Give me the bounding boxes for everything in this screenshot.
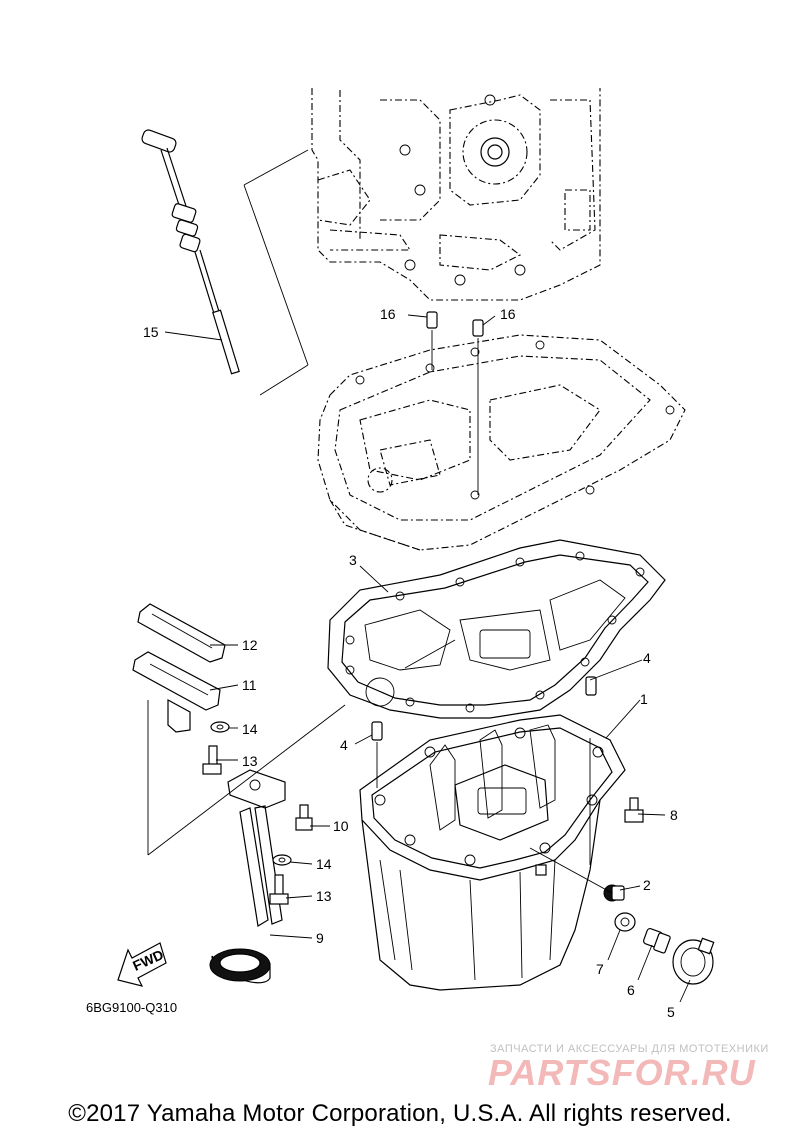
fwd-arrow-icon: FWD (117, 942, 167, 987)
watermark-logo: PARTSFOR.RU (488, 1052, 756, 1093)
drain-guide-line (529, 847, 613, 894)
washer-14-upper (210, 721, 230, 733)
leader-lines (164, 314, 691, 1003)
gasket-7 (614, 912, 636, 932)
cover-11 (132, 651, 221, 733)
callout-numbers: 15 16 16 3 12 11 14 13 10 14 13 9 4 4 1 … (143, 306, 678, 1020)
callout-14-lower: 14 (316, 856, 332, 872)
dowel-pin-right (472, 319, 484, 495)
gasket-12 (137, 603, 226, 663)
callout-4-right: 4 (643, 650, 651, 666)
drain-plug-6 (642, 927, 671, 954)
callout-5: 5 (667, 1004, 675, 1020)
callout-13-upper: 13 (242, 753, 258, 769)
bolt-10 (295, 804, 313, 831)
lower-casing-outline (317, 334, 686, 551)
engine-block-outline (311, 88, 601, 301)
callout-12: 12 (242, 637, 258, 653)
callout-16-right: 16 (500, 306, 516, 322)
callout-14-upper: 14 (242, 721, 258, 737)
callout-8: 8 (670, 807, 678, 823)
watermark-tagline: ЗАПЧАСТИ И АКСЕССУАРЫ ДЛЯ МОТОТЕХНИКИ (490, 1043, 769, 1055)
callout-9: 9 (316, 930, 324, 946)
oil-strainer-9[interactable] (209, 769, 286, 984)
callout-1: 1 (640, 691, 648, 707)
bolt-13-lower (269, 874, 289, 905)
callout-15: 15 (143, 324, 159, 340)
washer-14-lower (272, 854, 292, 866)
copyright-notice: ©2017 Yamaha Motor Corporation, U.S.A. A… (68, 1100, 732, 1127)
callout-6: 6 (627, 982, 635, 998)
callout-2: 2 (643, 877, 651, 893)
oil-pan-gasket (327, 539, 666, 719)
strainer-guide-lines (147, 700, 346, 856)
dowel-pin-4-right (585, 676, 597, 696)
callout-3: 3 (349, 552, 357, 568)
callout-13-lower: 13 (316, 888, 332, 904)
dowel-pin-left (426, 311, 438, 370)
cap-5 (672, 937, 715, 985)
callout-16-left: 16 (380, 306, 396, 322)
dowel-pin-4-left (371, 721, 383, 788)
callout-11: 11 (242, 677, 257, 693)
bolt-8 (624, 797, 644, 823)
dipstick-guide-lines (243, 149, 309, 396)
oil-dipstick[interactable] (141, 129, 240, 375)
callout-7: 7 (596, 961, 604, 977)
callout-4-left: 4 (340, 737, 348, 753)
plug-2 (603, 884, 625, 902)
oil-pan[interactable] (359, 714, 626, 991)
callout-10: 10 (333, 818, 349, 834)
bolt-13-upper (202, 745, 222, 775)
diagram-code: 6BG9100-Q310 (86, 1000, 178, 1015)
